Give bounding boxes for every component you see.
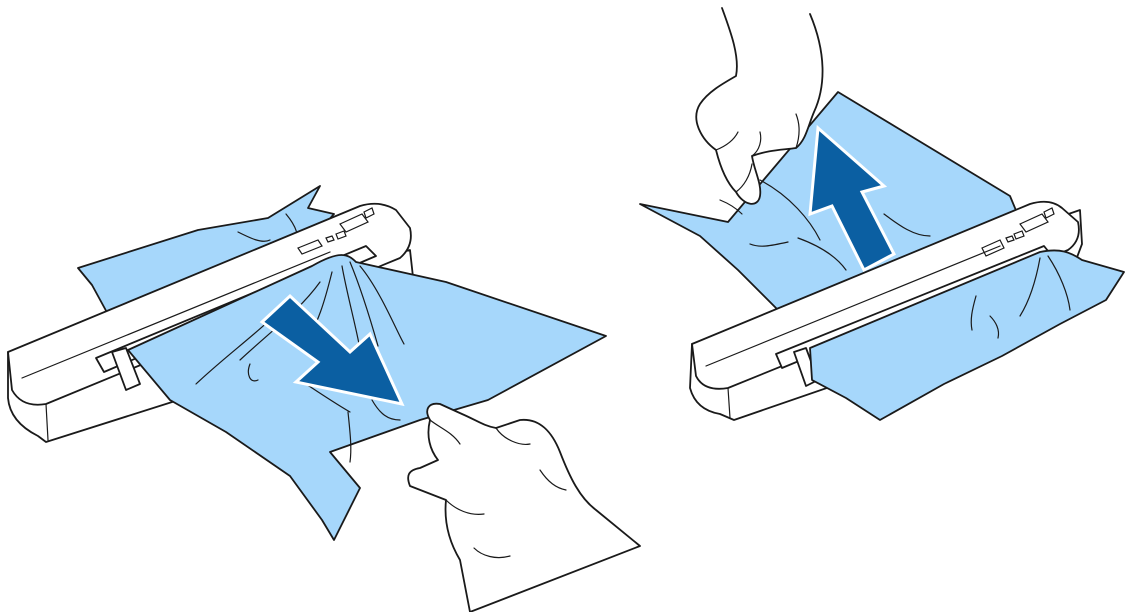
hand-left-icon	[408, 404, 640, 612]
right-panel	[640, 8, 1124, 420]
left-panel	[8, 186, 640, 612]
